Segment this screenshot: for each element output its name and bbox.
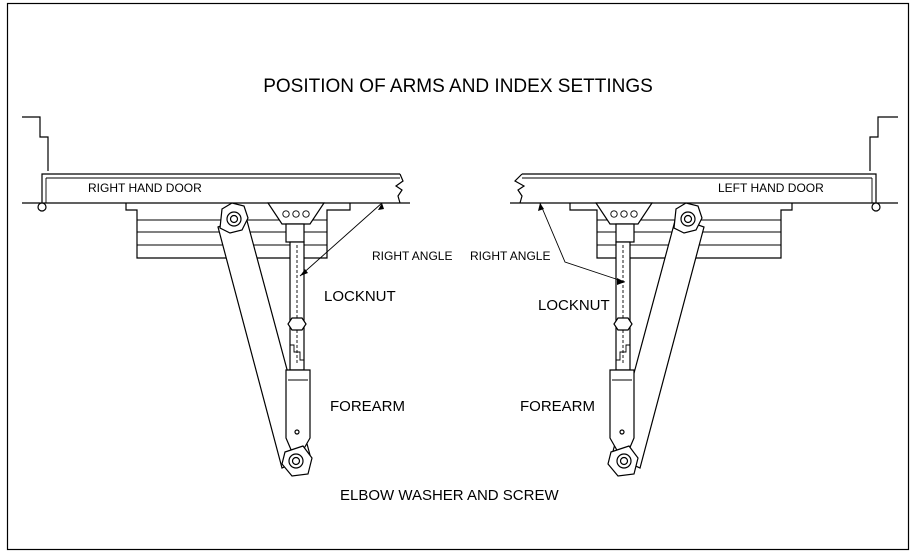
drawing-title: POSITION OF ARMS AND INDEX SETTINGS xyxy=(263,76,653,97)
frame-profile-left xyxy=(22,116,49,171)
left-hand-door-assembly: LEFT HAND DOOR xyxy=(510,116,898,477)
shaft-hex-right xyxy=(673,202,703,234)
forearm-label-right: FOREARM xyxy=(520,398,595,415)
forearm-label-left: FOREARM xyxy=(330,398,405,415)
right-hand-door-label: RIGHT HAND DOOR xyxy=(88,181,202,195)
arm-bracket-right xyxy=(594,202,654,225)
left-hand-door-label: LEFT HAND DOOR xyxy=(718,181,824,195)
forearm-left xyxy=(285,369,311,453)
elbow-washer-label: ELBOW WASHER AND SCREW xyxy=(340,487,559,504)
arm-bracket-left xyxy=(266,202,326,225)
locknut-hex-right xyxy=(613,317,633,331)
drawing-border xyxy=(6,2,910,551)
door-panel-right xyxy=(522,173,877,203)
angle-leader-right xyxy=(539,202,626,283)
right-angle-label-right: RIGHT ANGLE xyxy=(470,249,550,263)
shaft-hex-left xyxy=(219,202,249,234)
pivot-right xyxy=(871,202,881,212)
right-hand-door-assembly: RIGHT HAND DOOR xyxy=(22,116,410,477)
door-panel-left xyxy=(41,173,400,203)
angle-leader-left xyxy=(299,202,383,277)
elbow-washer-right xyxy=(607,445,639,477)
break-mark-left xyxy=(394,173,404,204)
locknut-hex-left xyxy=(287,317,307,331)
forearm-right xyxy=(609,369,635,453)
locknut-label-left: LOCKNUT xyxy=(324,288,396,305)
locknut-label-right: LOCKNUT xyxy=(538,297,610,314)
elbow-washer-left xyxy=(281,445,313,477)
pivot-left xyxy=(37,202,47,212)
frame-profile-right xyxy=(869,116,898,171)
right-angle-label-left: RIGHT ANGLE xyxy=(372,249,452,263)
break-mark-right xyxy=(514,173,526,204)
